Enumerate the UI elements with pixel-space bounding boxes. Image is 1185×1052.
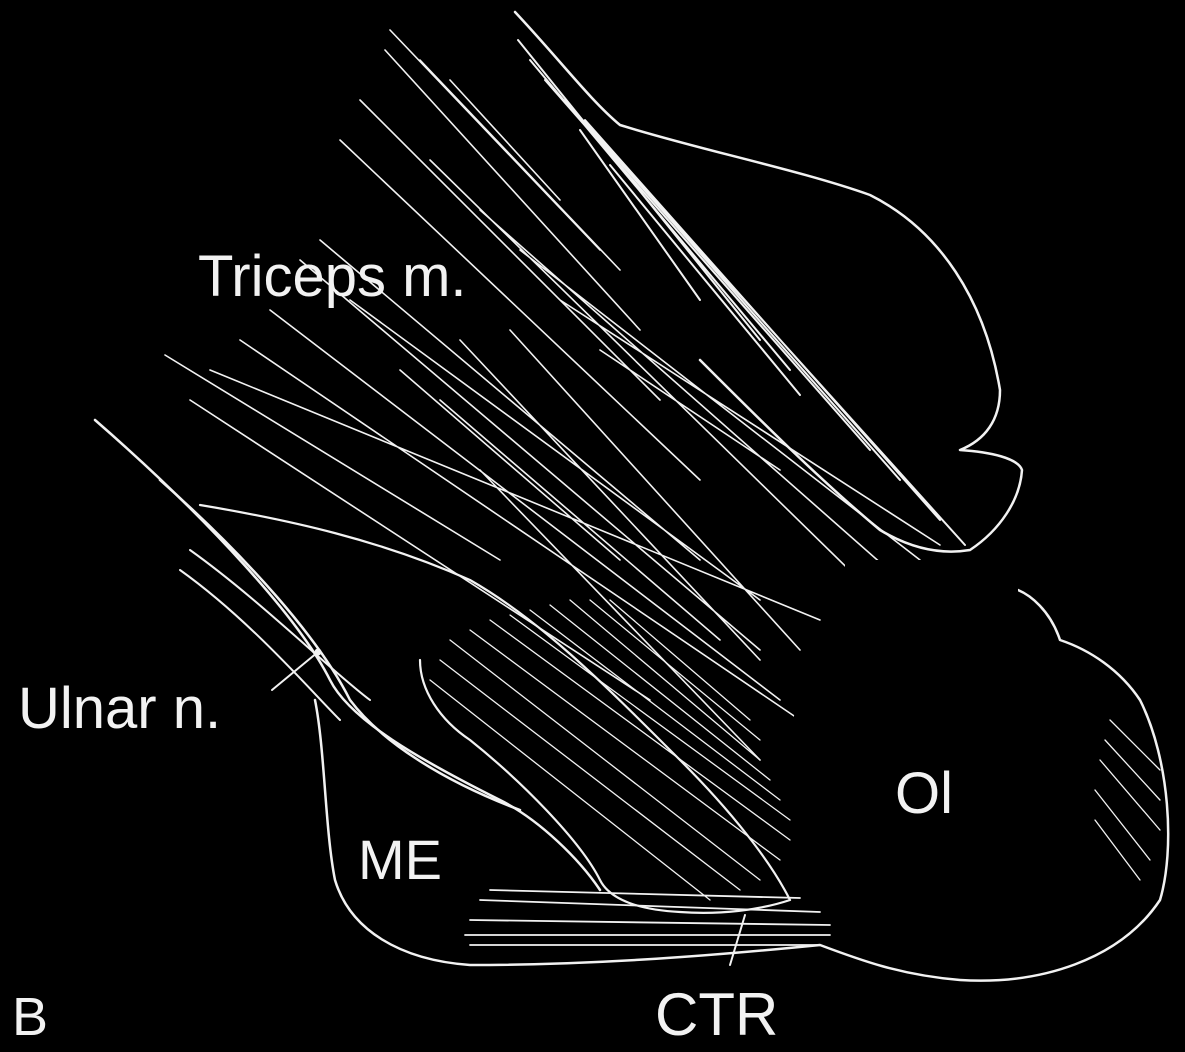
ctr-label: CTR bbox=[655, 985, 778, 1045]
triceps-label: Triceps m. bbox=[198, 248, 467, 306]
olecranon-label: Ol bbox=[895, 765, 953, 823]
ulnar-leader-dot bbox=[315, 649, 321, 655]
ulnar-nerve-label: Ulnar n. bbox=[18, 680, 221, 738]
medial-epicondyle-label: ME bbox=[358, 832, 442, 888]
panel-letter: B bbox=[12, 990, 48, 1044]
